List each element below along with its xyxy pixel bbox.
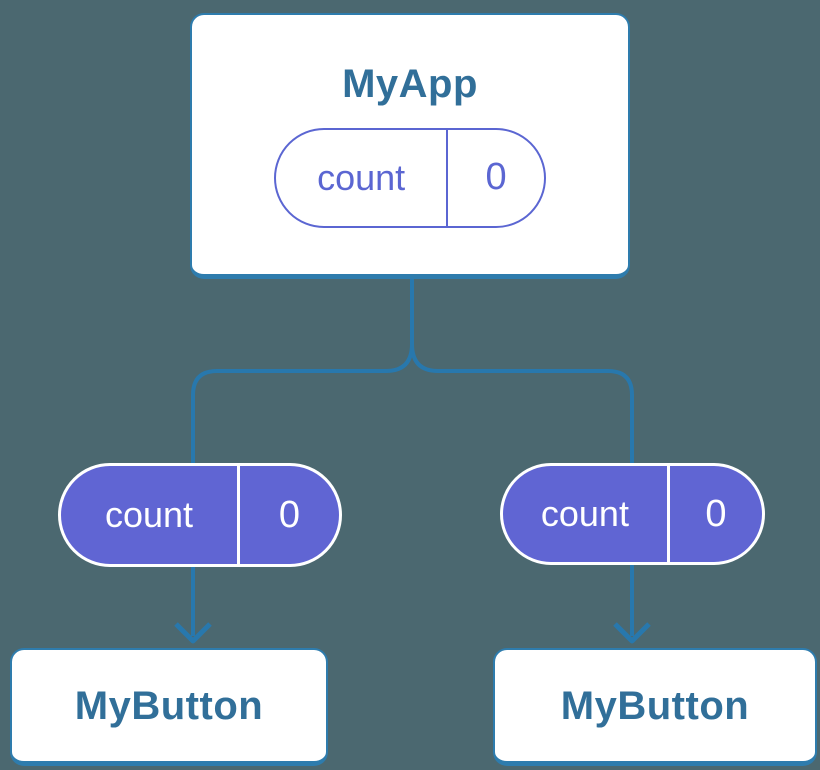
myapp-card: MyApp count 0: [190, 13, 630, 279]
state-pill-value: 0: [485, 156, 507, 198]
component-name: MyButton: [560, 683, 750, 728]
arrow-left-head-icon: [174, 622, 212, 644]
prop-pill-value: 0: [705, 492, 727, 535]
branch-right-line: [410, 343, 634, 466]
arrow-right-head-icon: [613, 622, 651, 644]
prop-pill-value: 0: [278, 493, 301, 536]
prop-pill-name: count: [503, 466, 670, 562]
state-pill: count 0: [274, 127, 546, 228]
branch-left-line: [191, 343, 414, 466]
prop-pill-name: count: [61, 466, 240, 564]
mybutton-card-left: MyButton: [10, 648, 328, 766]
component-name: MyApp: [342, 61, 478, 106]
prop-pill-right: count 0: [500, 463, 765, 565]
mybutton-card-right: MyButton: [493, 648, 817, 766]
prop-pill-left: count 0: [58, 463, 342, 567]
component-name: MyButton: [74, 683, 264, 728]
state-pill-name: count: [276, 129, 449, 226]
